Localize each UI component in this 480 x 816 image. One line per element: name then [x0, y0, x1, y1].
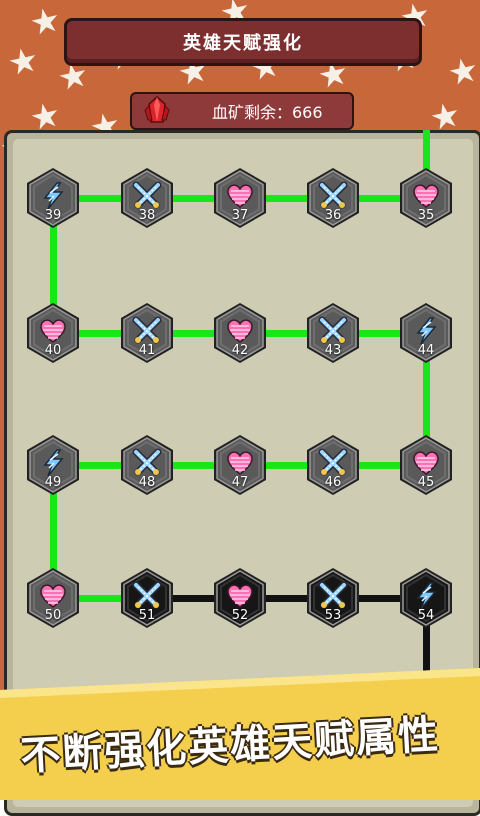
- talent-node-51[interactable]: 51: [119, 567, 175, 629]
- heart-icon: [225, 181, 255, 211]
- background-star-icon: ★: [4, 39, 43, 85]
- background-star-icon: ★: [444, 49, 480, 95]
- talent-node-level: 42: [231, 343, 249, 358]
- talent-node-48[interactable]: 48: [119, 434, 175, 496]
- page-title: 英雄天赋强化: [183, 33, 303, 54]
- resource-amount: 血矿剩余：666: [212, 103, 323, 122]
- crossed-swords-icon: [318, 581, 348, 611]
- talent-node-53[interactable]: 53: [305, 567, 361, 629]
- crossed-swords-icon: [318, 316, 348, 346]
- lightning-icon: [38, 448, 68, 478]
- heart-icon: [225, 581, 255, 611]
- connector-line: [49, 465, 57, 598]
- talent-node-43[interactable]: 43: [305, 302, 361, 364]
- talent-node-level: 49: [44, 475, 62, 490]
- crossed-swords-icon: [132, 181, 162, 211]
- talent-node-level: 53: [324, 608, 342, 623]
- talent-node-level: 47: [231, 475, 249, 490]
- talent-node-39[interactable]: 39: [25, 167, 81, 229]
- talent-node-38[interactable]: 38: [119, 167, 175, 229]
- talent-node-40[interactable]: 40: [25, 302, 81, 364]
- heart-icon: [411, 448, 441, 478]
- talent-node-level: 44: [417, 343, 435, 358]
- crossed-swords-icon: [132, 448, 162, 478]
- promo-banner: [0, 668, 480, 800]
- talent-node-50[interactable]: 50: [25, 567, 81, 629]
- talent-node-level: 37: [231, 208, 249, 223]
- talent-node-level: 45: [417, 475, 435, 490]
- talent-node-41[interactable]: 41: [119, 302, 175, 364]
- heart-icon: [225, 316, 255, 346]
- lightning-icon: [411, 581, 441, 611]
- lightning-icon: [411, 316, 441, 346]
- heart-icon: [38, 581, 68, 611]
- crossed-swords-icon: [318, 448, 348, 478]
- talent-node-46[interactable]: 46: [305, 434, 361, 496]
- talent-node-52[interactable]: 52: [212, 567, 268, 629]
- crossed-swords-icon: [132, 581, 162, 611]
- talent-node-level: 54: [417, 608, 435, 623]
- talent-node-47[interactable]: 47: [212, 434, 268, 496]
- talent-node-level: 35: [417, 208, 435, 223]
- lightning-icon: [38, 181, 68, 211]
- talent-node-level: 52: [231, 608, 249, 623]
- talent-node-35[interactable]: 35: [398, 167, 454, 229]
- connector-line: [53, 594, 147, 602]
- talent-node-45[interactable]: 45: [398, 434, 454, 496]
- heart-icon: [225, 448, 255, 478]
- connector-line: [422, 598, 430, 700]
- talent-node-54[interactable]: 54: [398, 567, 454, 629]
- talent-node-level: 51: [138, 608, 156, 623]
- talent-node-level: 39: [44, 208, 62, 223]
- talent-node-level: 40: [44, 343, 62, 358]
- background-star-icon: ★: [26, 0, 65, 45]
- heart-icon: [411, 181, 441, 211]
- red-crystal-icon: [144, 96, 170, 123]
- crossed-swords-icon: [132, 316, 162, 346]
- talent-node-44[interactable]: 44: [398, 302, 454, 364]
- connector-line: [422, 333, 430, 465]
- title-bar: 英雄天赋强化: [64, 18, 422, 66]
- talent-node-level: 38: [138, 208, 156, 223]
- talent-node-36[interactable]: 36: [305, 167, 361, 229]
- connector-line: [49, 198, 57, 333]
- talent-node-42[interactable]: 42: [212, 302, 268, 364]
- talent-node-level: 46: [324, 475, 342, 490]
- talent-node-level: 36: [324, 208, 342, 223]
- talent-node-level: 50: [44, 608, 62, 623]
- talent-node-level: 41: [138, 343, 156, 358]
- talent-node-37[interactable]: 37: [212, 167, 268, 229]
- resource-counter: 血矿剩余：666: [130, 92, 354, 130]
- connector-line: [422, 130, 430, 198]
- connector-line: [147, 594, 426, 602]
- crossed-swords-icon: [318, 181, 348, 211]
- heart-icon: [38, 316, 68, 346]
- talent-node-49[interactable]: 49: [25, 434, 81, 496]
- talent-node-level: 48: [138, 475, 156, 490]
- talent-node-level: 43: [324, 343, 342, 358]
